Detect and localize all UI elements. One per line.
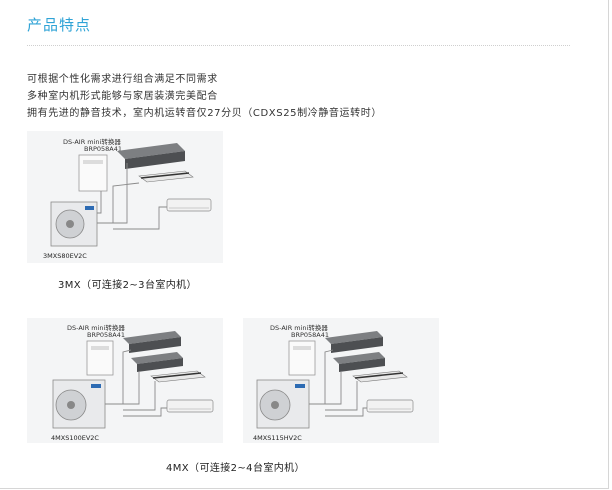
outdoor-model-label: 4MXS100EV2C	[51, 434, 99, 442]
feature-line-1: 可根据个性化需求进行组合满足不同需求	[27, 74, 218, 85]
title-divider	[27, 45, 570, 46]
converter-label: DS-AIR mini转换器	[63, 138, 121, 146]
ducted-unit-icon	[123, 331, 181, 344]
wall-unit-icon	[166, 399, 214, 413]
cassette-unit-icon	[352, 370, 408, 383]
wall-unit-icon	[166, 198, 212, 212]
section-title: 产品特点	[27, 16, 92, 34]
ducted-unit-icon	[325, 331, 383, 344]
converter-model: BRP058A41	[291, 331, 330, 339]
system-diagram-3mx: DS-AIR mini转换器 BRP058A41 3MXS80EV2C	[27, 131, 223, 263]
feature-line-3: 拥有先进的静音技术，室内机运转音仅27分贝（CDXS25制冷静音运转时）	[27, 108, 382, 119]
system-illustration	[50, 143, 212, 247]
wall-unit-icon	[366, 399, 414, 413]
ducted-unit-icon-2	[333, 352, 385, 364]
ducted-unit-icon	[117, 143, 185, 159]
converter-label: DS-AIR mini转换器	[270, 324, 328, 332]
caption-4mx: 4MX（可连接2~4台室内机）	[166, 463, 305, 474]
system-illustration	[256, 331, 414, 429]
cassette-unit-icon	[150, 370, 206, 383]
feature-line-2: 多种室内机形式能够与家居装潢完美配合	[27, 91, 218, 102]
cassette-unit-icon	[138, 170, 194, 183]
system-diagram-4mxs115: DS-AIR mini转换器 BRP058A41 4MXS115HV2C	[243, 318, 439, 443]
converter-label: DS-AIR mini转换器	[67, 324, 125, 332]
converter-model: BRP058A41	[87, 331, 126, 339]
outdoor-model-label: 3MXS80EV2C	[43, 252, 87, 260]
outdoor-model-label: 4MXS115HV2C	[253, 434, 302, 442]
system-illustration	[52, 331, 214, 429]
ducted-unit-icon-2	[131, 352, 183, 364]
converter-model: BRP058A41	[84, 145, 123, 153]
caption-3mx: 3MX（可连接2~3台室内机）	[58, 280, 197, 291]
system-diagram-4mxs100: DS-AIR mini转换器 BRP058A41 4MXS100EV2C	[27, 318, 223, 443]
